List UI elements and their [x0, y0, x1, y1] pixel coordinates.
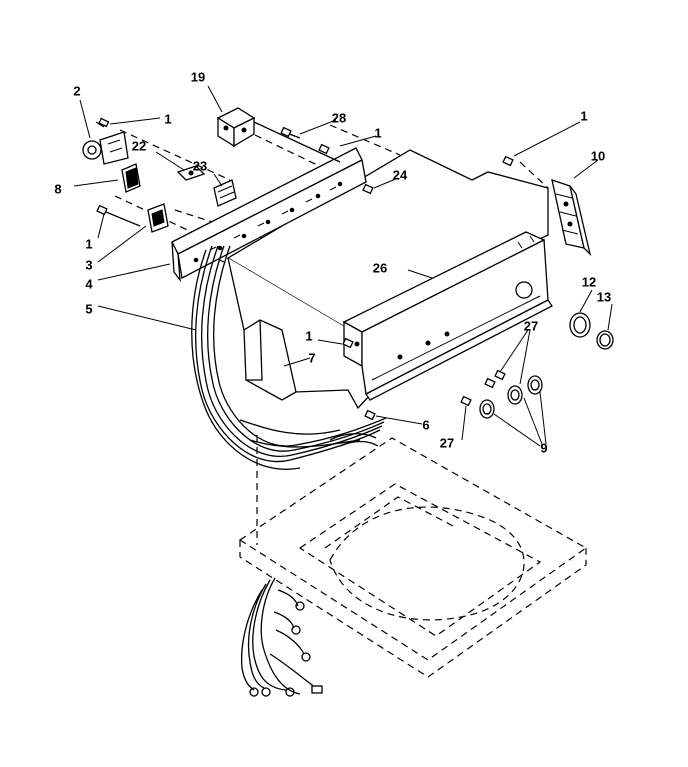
mounting-bracket — [171, 147, 367, 283]
callout-c19: 19 — [191, 69, 205, 84]
callout-c1c: 1 — [580, 108, 587, 123]
callout-c1d: 1 — [85, 236, 92, 251]
callout-c1a: 1 — [164, 111, 171, 126]
callout-c7: 7 — [308, 350, 315, 365]
connector — [213, 179, 237, 207]
callout-c3: 3 — [85, 257, 92, 272]
callout-c23: 23 — [193, 158, 207, 173]
callout-c1b: 1 — [374, 125, 381, 140]
terminal-block — [216, 107, 341, 163]
callout-c4: 4 — [85, 276, 93, 291]
callout-c27a: 27 — [524, 318, 538, 333]
cable-clamp — [147, 203, 169, 233]
callout-c28: 28 — [332, 110, 346, 125]
switch — [82, 131, 129, 165]
console-front-panel — [342, 231, 553, 401]
callout-c27b: 27 — [440, 435, 454, 450]
callout-c8: 8 — [54, 181, 61, 196]
callout-c6: 6 — [422, 417, 429, 432]
callout-c13: 13 — [597, 289, 611, 304]
clip — [176, 165, 206, 181]
washer-top-outline — [238, 435, 588, 678]
lid-switch — [121, 163, 141, 193]
knobs — [460, 312, 614, 419]
callout-c22: 22 — [132, 138, 146, 153]
callout-c5: 5 — [85, 301, 92, 316]
callout-c24: 24 — [393, 167, 408, 182]
screws — [95, 117, 514, 421]
control-bracket — [551, 179, 592, 257]
shield — [243, 319, 297, 401]
callout-c9: 9 — [540, 440, 547, 455]
callout-c12: 12 — [582, 274, 596, 289]
callout-c26: 26 — [373, 260, 387, 275]
lower-wires — [240, 577, 323, 697]
leader-lines — [73, 85, 613, 447]
callout-c10: 10 — [591, 148, 605, 163]
callout-c2: 2 — [73, 83, 80, 98]
callout-c1e: 1 — [305, 328, 312, 343]
wire-harness — [191, 245, 387, 470]
